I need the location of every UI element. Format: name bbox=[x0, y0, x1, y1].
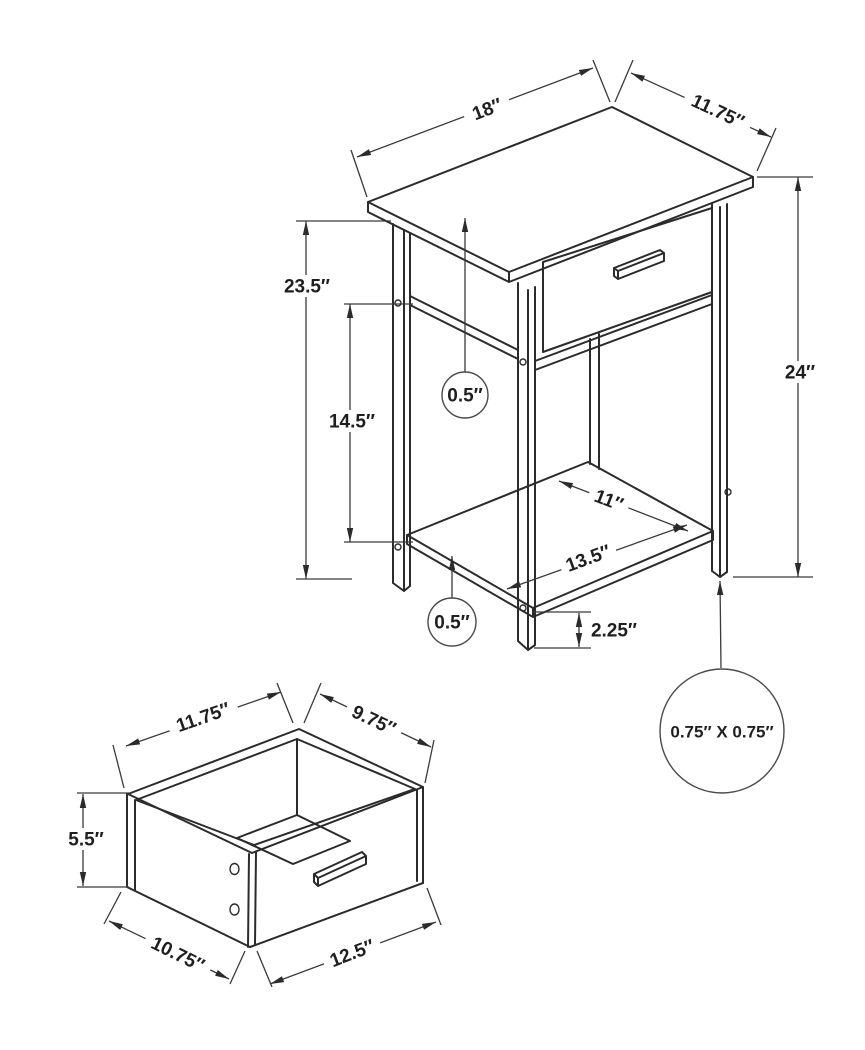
label-drawer-bottom-width: 12.5″ bbox=[320, 931, 384, 975]
label-drawer-inner-depth: 9.75″ bbox=[342, 697, 406, 743]
label-mask bbox=[320, 931, 384, 975]
extension-line bbox=[112, 682, 294, 789]
extension-line bbox=[350, 59, 611, 198]
label-mask bbox=[777, 361, 823, 383]
dim-text-top-thickness: 0.5″ bbox=[447, 386, 483, 407]
label-shelf-thickness: 0.5″ bbox=[434, 613, 470, 634]
table-leg-right bbox=[711, 202, 728, 578]
label-drawer-height: 5.5″ bbox=[62, 828, 110, 851]
screw-icon bbox=[724, 488, 732, 496]
label-shelf-length: 13.5″ bbox=[556, 537, 620, 579]
dim-text-leg-height: 23.5″ bbox=[284, 277, 330, 298]
label-leg-height: 23.5″ bbox=[278, 275, 336, 298]
table-drawer-handle bbox=[613, 249, 665, 280]
extension-line bbox=[733, 176, 813, 578]
table-leg-left bbox=[392, 223, 411, 592]
extension-line bbox=[296, 220, 391, 580]
label-drawer-inner-width: 11.75″ bbox=[165, 694, 241, 740]
callout-circle-top-thickness bbox=[441, 371, 489, 419]
label-top-width: 18″ bbox=[460, 90, 514, 128]
dim-text-shelf-thickness: 0.5″ bbox=[434, 613, 470, 634]
table-leg-back bbox=[589, 333, 600, 470]
label-opening-height: 14.5″ bbox=[323, 410, 381, 433]
dim-text-drawer-inner-depth: 9.75″ bbox=[348, 702, 399, 741]
dim-text-drawer-bottom-depth: 10.75″ bbox=[147, 933, 207, 977]
screw-icon bbox=[394, 543, 402, 551]
drawer-front-panel bbox=[249, 786, 424, 948]
label-overall-height: 24″ bbox=[777, 361, 823, 384]
label-mask bbox=[556, 537, 620, 579]
table-drawer-front bbox=[542, 207, 713, 353]
extension-line bbox=[614, 59, 777, 172]
extension-line bbox=[534, 611, 591, 649]
label-shelf-depth: 11″ bbox=[585, 482, 633, 518]
table-top-edge-band bbox=[367, 176, 754, 283]
drawer-rim-inner bbox=[135, 738, 416, 846]
label-drawer-bottom-depth: 10.75″ bbox=[140, 928, 216, 980]
label-mask bbox=[680, 85, 756, 137]
leader-leg-section bbox=[716, 580, 724, 669]
drawer-front-corner-joint bbox=[247, 851, 257, 948]
label-mask bbox=[165, 694, 241, 740]
dimension-labels: 18″ 11.75″ 23.5″ 14.5″ 24″ 11″ 13.5″ 2.2… bbox=[62, 85, 823, 980]
extension-line bbox=[303, 682, 435, 784]
label-mask bbox=[460, 90, 514, 128]
side-table-drawing bbox=[367, 106, 754, 651]
drawer-side-hole bbox=[229, 903, 240, 916]
label-mask bbox=[342, 697, 406, 743]
dim-text-opening-height: 14.5″ bbox=[329, 412, 375, 433]
label-mask bbox=[278, 275, 336, 297]
callout-circle-shelf-thickness bbox=[427, 597, 477, 647]
table-shelf-surface bbox=[406, 461, 714, 609]
extension-line bbox=[256, 887, 442, 988]
dim-text-top-depth: 11.75″ bbox=[688, 91, 747, 134]
table-shelf-edge-band bbox=[406, 530, 714, 618]
label-leg-section: 0.75″ X 0.75″ bbox=[670, 723, 773, 742]
label-top-thickness: 0.5″ bbox=[447, 386, 483, 407]
extension-line bbox=[103, 891, 246, 985]
table-dimensions bbox=[296, 59, 813, 669]
dim-text-leg-section: 0.75″ X 0.75″ bbox=[670, 723, 773, 742]
label-foot-clearance: 2.25″ bbox=[591, 621, 637, 642]
extension-line bbox=[77, 792, 129, 888]
screw-icon bbox=[519, 358, 527, 366]
label-mask bbox=[585, 482, 633, 518]
drawer-box-handle bbox=[313, 851, 367, 887]
table-side-rail-left bbox=[409, 295, 519, 360]
callout-circle-leg-section bbox=[659, 668, 785, 794]
table-leg-front bbox=[517, 282, 536, 651]
dim-text-foot-clearance: 2.25″ bbox=[591, 621, 637, 642]
label-mask bbox=[62, 828, 110, 850]
screw-icon bbox=[519, 604, 527, 612]
drawer-interior-bottom bbox=[236, 814, 351, 865]
drawer-box-drawing bbox=[126, 728, 424, 948]
label-mask bbox=[140, 928, 216, 980]
table-front-rail bbox=[534, 294, 713, 371]
dim-text-drawer-height: 5.5″ bbox=[68, 830, 104, 851]
dim-text-overall-height: 24″ bbox=[785, 363, 815, 384]
extension-line bbox=[344, 303, 413, 543]
drawer-side-hole bbox=[229, 862, 240, 876]
label-mask bbox=[323, 410, 381, 432]
label-top-depth: 11.75″ bbox=[680, 85, 756, 137]
dim-text-drawer-inner-width: 11.75″ bbox=[174, 699, 233, 737]
screw-icon bbox=[394, 299, 402, 307]
drawer-side-panel-left bbox=[126, 793, 251, 948]
